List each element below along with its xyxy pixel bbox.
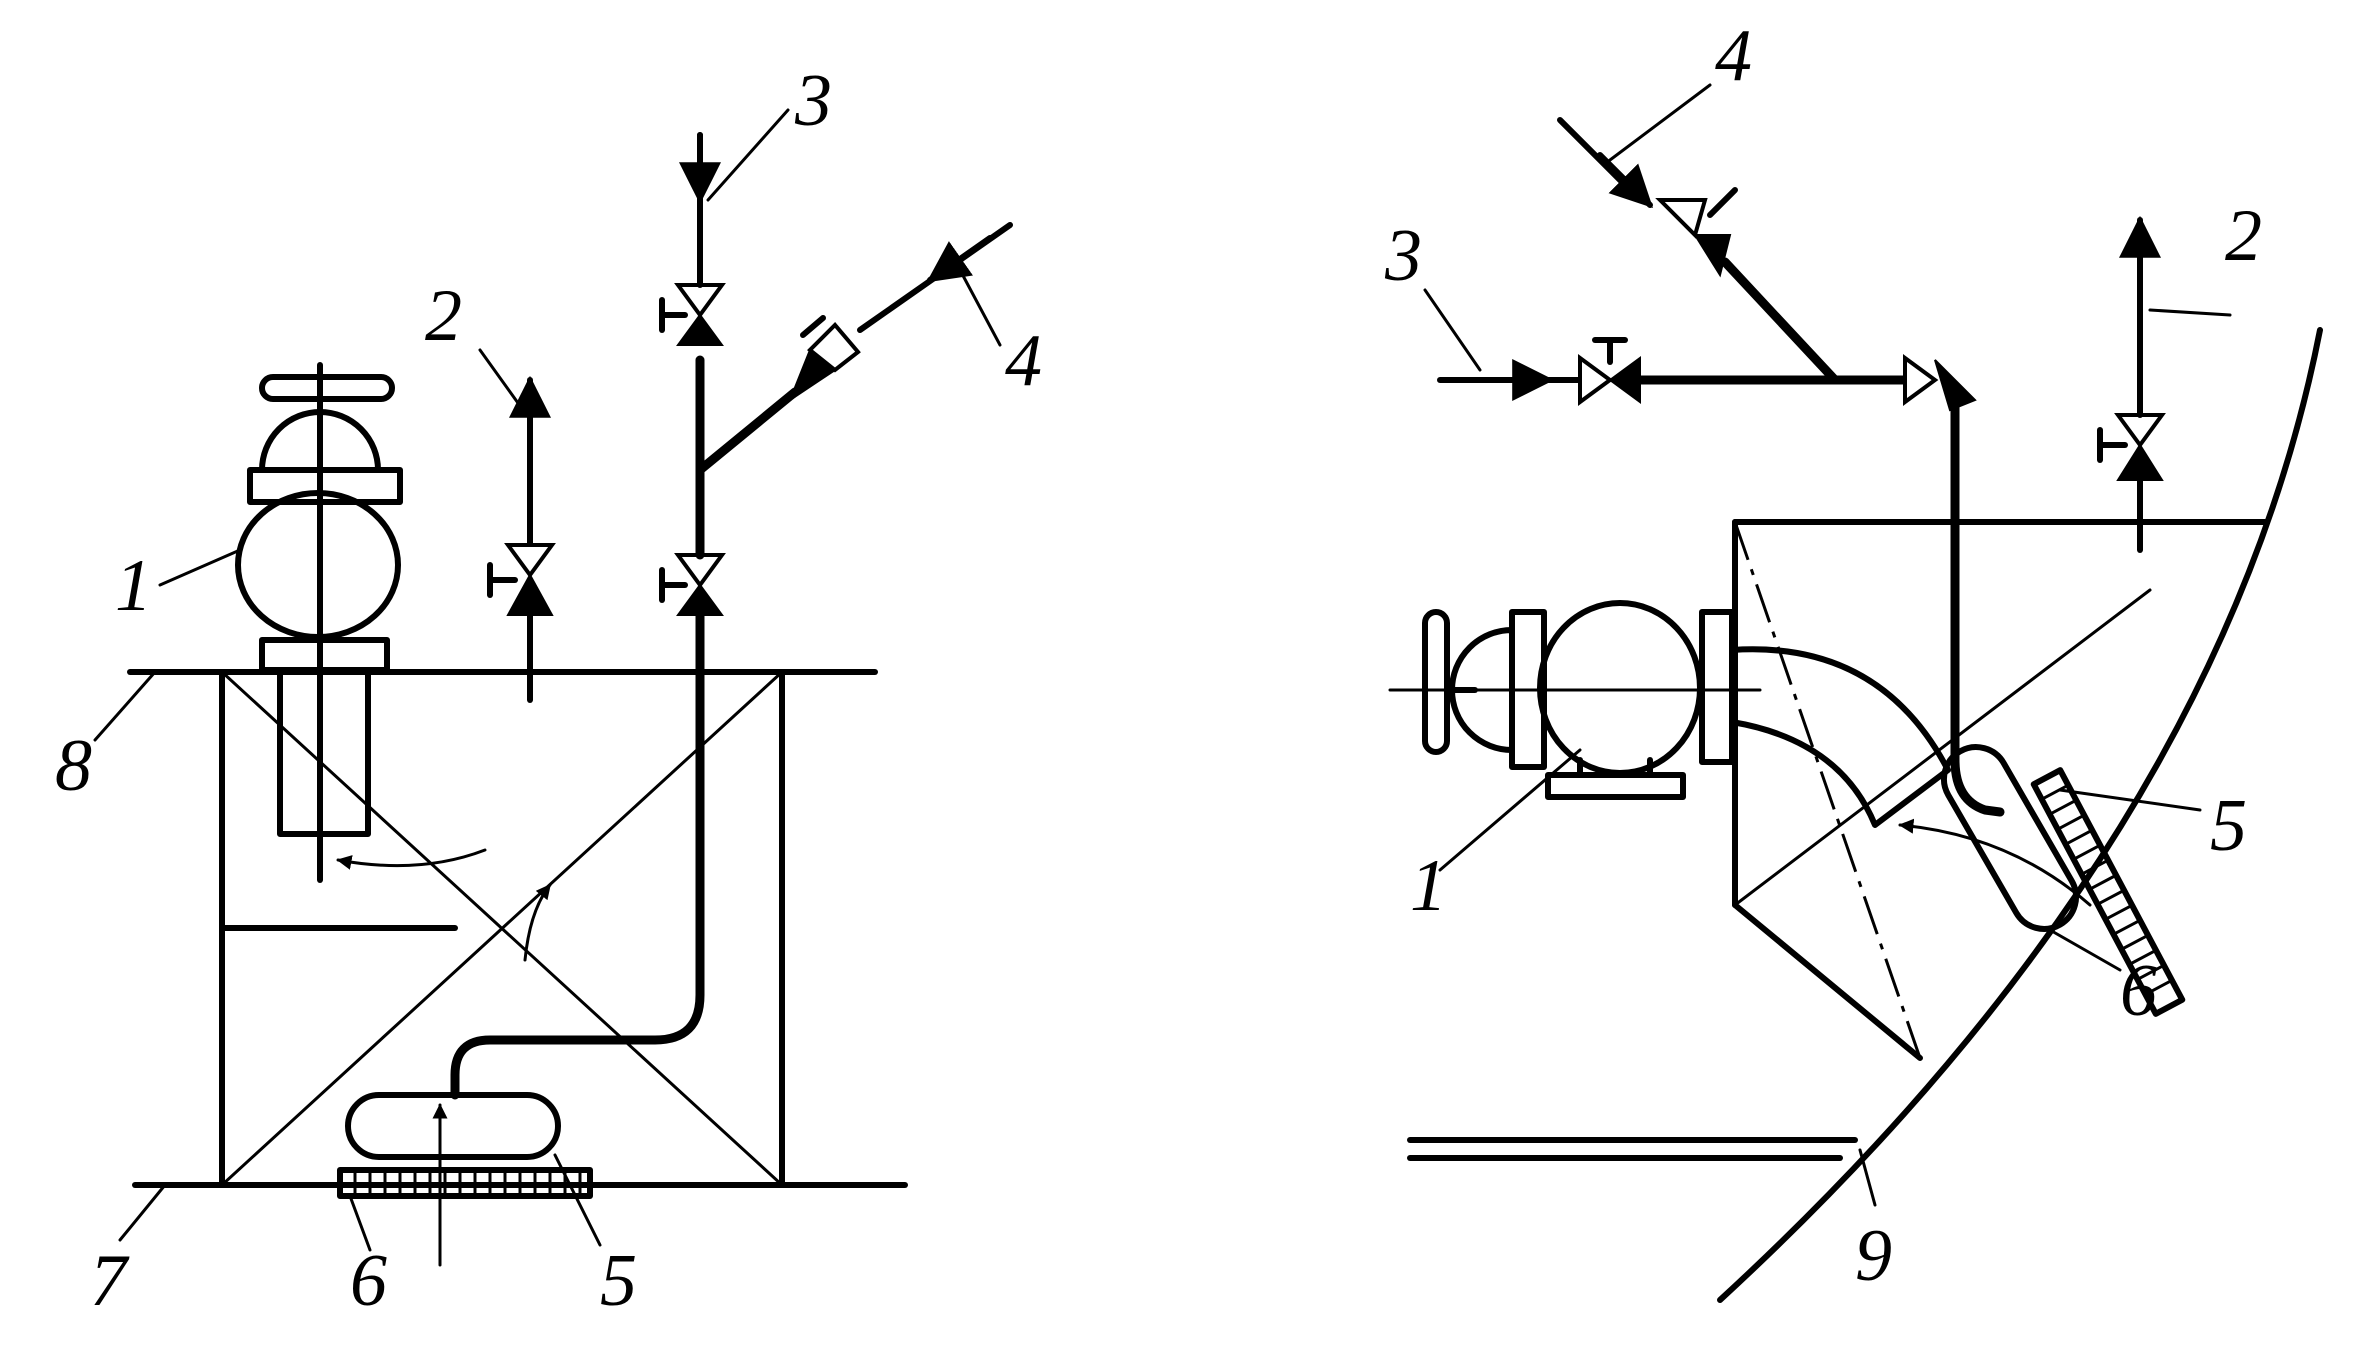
- label-6: 6: [2120, 950, 2157, 1032]
- left-pump: [235, 362, 403, 883]
- right-center-line: [1733, 521, 1922, 1059]
- right-supply-lines: [1437, 117, 2005, 817]
- right-pump-bonnet: [1449, 627, 1515, 753]
- right-pump-flange: [1509, 609, 1547, 770]
- right-suction-elbow: [1729, 646, 1951, 828]
- leader-1: [1438, 748, 1582, 872]
- leader-4: [1608, 83, 1712, 162]
- right-valve-main-right: [1934, 359, 1977, 412]
- left-valve-4-top: [807, 322, 861, 373]
- right-ejector-body: [1941, 744, 2079, 932]
- right-branch-4: [1720, 257, 1840, 385]
- label-1: 1: [115, 545, 152, 627]
- leader-9: [1858, 1148, 1877, 1207]
- leader-5: [553, 1153, 602, 1247]
- right-valve-main-left: [1903, 354, 1939, 406]
- left-valve-4-handle: [800, 315, 826, 338]
- label-1: 1: [1410, 845, 1447, 927]
- right-valve-4-bottom: [1693, 234, 1732, 278]
- left-strainer-hatch: [353, 1168, 582, 1198]
- leader-1: [158, 548, 242, 587]
- right-ejector-supply-pipe: [1950, 400, 2005, 817]
- label-2: 2: [2225, 195, 2262, 277]
- left-valve-2-top: [504, 543, 556, 579]
- left-valve-upper-top: [674, 283, 726, 319]
- label-3: 3: [1384, 215, 1422, 297]
- right-valve-2-bottom: [2116, 443, 2164, 481]
- label-4: 4: [1005, 320, 1042, 402]
- leader-3: [706, 108, 790, 202]
- left-flow-arrow: [523, 883, 552, 962]
- right-valve-3-left: [1578, 354, 1614, 406]
- right-ejector: [1941, 744, 2079, 932]
- left-ejector: [345, 1092, 561, 1160]
- right-strainer-body: [2030, 767, 2186, 1017]
- label-5: 5: [600, 1240, 637, 1322]
- left-discharge-line-2: [487, 375, 556, 703]
- left-pump-bonnet: [259, 409, 381, 473]
- left-valve-upper-bottom: [676, 313, 724, 346]
- right-valve-4-handle: [1707, 187, 1738, 218]
- right-pump: [1388, 600, 1951, 828]
- leader-6: [348, 1194, 372, 1252]
- right-strainer: [2030, 767, 2186, 1017]
- leader-2: [478, 348, 525, 412]
- right-brace: [1733, 588, 2152, 907]
- right-pipe-4-arrow: [1597, 152, 1653, 208]
- right-valve-4-top: [1655, 198, 1708, 239]
- left-pipe-4-arrow: [926, 235, 993, 283]
- label-9: 9: [1855, 1215, 1892, 1297]
- right-well-bottom: [1732, 902, 1923, 1061]
- label-7: 7: [90, 1240, 130, 1322]
- right-hull-plating: [1717, 327, 2323, 1303]
- right-valve-2-top: [2114, 413, 2166, 449]
- left-brace: [220, 670, 784, 1187]
- right-handwheel: [1422, 609, 1450, 755]
- leader-4: [958, 268, 1002, 347]
- leader-3: [1423, 288, 1482, 372]
- label-4: 4: [1715, 15, 1752, 97]
- label-3: 3: [794, 60, 832, 142]
- left-figure: 1 2 3 4 5 6 7 8: [55, 60, 1042, 1322]
- right-discharge-line-2: [2097, 215, 2166, 553]
- label-6: 6: [350, 1240, 387, 1322]
- label-8: 8: [55, 725, 92, 807]
- left-valve-2-bottom: [506, 572, 554, 616]
- label-5: 5: [2210, 785, 2247, 867]
- left-valve-lower-bottom: [676, 583, 724, 616]
- left-ejector-supply-pipe: [450, 667, 705, 1100]
- left-pump-base-flange: [259, 637, 390, 673]
- left-handwheel: [259, 374, 395, 402]
- left-strainer: [337, 1167, 593, 1199]
- right-pump-casing: [1537, 600, 1703, 776]
- leader-8: [93, 670, 157, 742]
- left-supply-lines: [450, 132, 1013, 1100]
- left-suction-flow-arrow: [336, 848, 487, 870]
- leader-6: [2048, 928, 2122, 972]
- leader-7: [118, 1183, 167, 1242]
- right-flow-arrow: [1898, 818, 2092, 907]
- right-figure: 1 2 3 4 5 6 9: [1384, 15, 2323, 1303]
- left-suction-pipe: [277, 669, 371, 837]
- right-pipe-4: [1557, 117, 1638, 198]
- left-pump-flange: [247, 467, 403, 505]
- leader-5: [2058, 788, 2202, 812]
- label-2: 2: [425, 275, 462, 357]
- right-pump-base: [1545, 772, 1686, 800]
- left-branch-4-lower: [695, 387, 800, 475]
- leader-2: [2148, 308, 2232, 317]
- right-pump-outlet-flange: [1699, 609, 1735, 765]
